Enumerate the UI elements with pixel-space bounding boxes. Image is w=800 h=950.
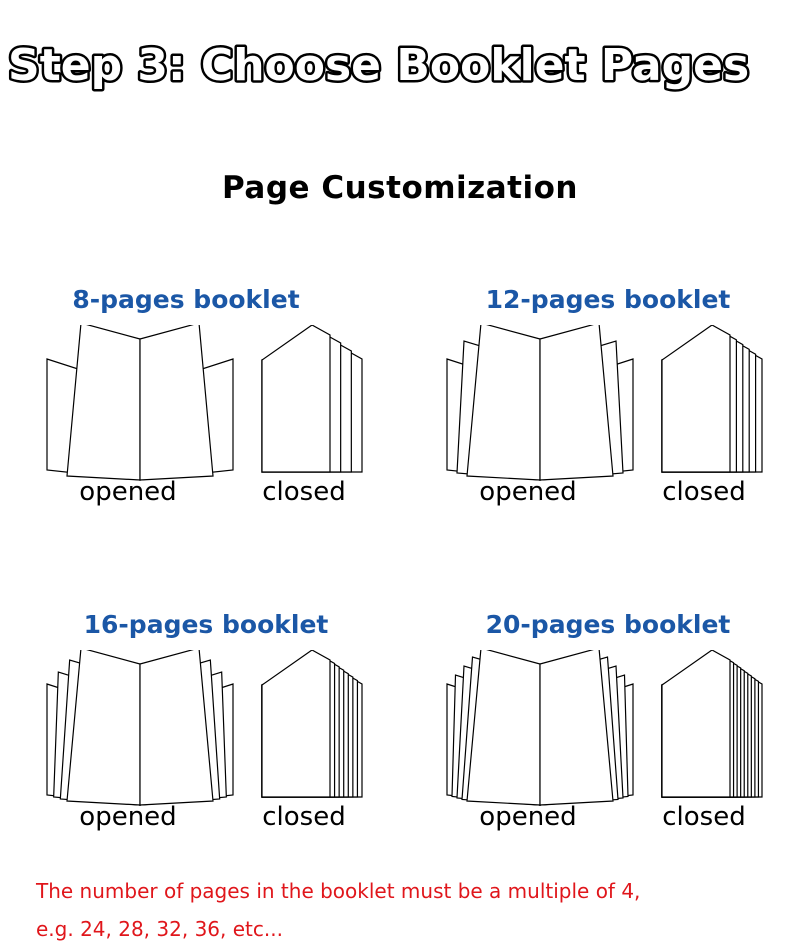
closed-label: closed <box>262 802 346 832</box>
note-line-2: e.g. 24, 28, 32, 36, etc... <box>36 917 283 941</box>
booklet-16-pages: 16-pages booklet opened closed <box>0 610 400 870</box>
booklet-illustration <box>446 650 763 806</box>
opened-label: opened <box>79 477 177 507</box>
booklet-8-pages: 8-pages booklet opened closed <box>0 285 400 545</box>
closed-label: closed <box>662 802 746 832</box>
booklet-20-pages: 20-pages booklet opened closed <box>400 610 800 870</box>
booklet-title: 16-pages booklet <box>83 610 329 639</box>
note-line-1: The number of pages in the booklet must … <box>36 879 641 903</box>
page-multiple-note: The number of pages in the booklet must … <box>36 872 776 948</box>
booklet-title: 20-pages booklet <box>485 610 731 639</box>
booklet-12-pages: 12-pages booklet opened closed <box>400 285 800 545</box>
closed-page <box>661 325 731 473</box>
page-title: Page Customization <box>222 170 578 206</box>
opened-leaf-left <box>66 325 141 481</box>
booklet-title: 8-pages booklet <box>72 285 300 314</box>
opened-leaf-right <box>539 325 614 481</box>
opened-label: opened <box>479 477 577 507</box>
opened-leaf-right <box>139 650 214 806</box>
closed-label: closed <box>662 477 746 507</box>
booklet-illustration <box>46 650 363 806</box>
step-title: Step 3: Choose Booklet Pages <box>8 38 752 94</box>
opened-label: opened <box>479 802 577 832</box>
step-title-text: Step 3: Choose Booklet Pages <box>8 40 749 91</box>
opened-label: opened <box>79 802 177 832</box>
closed-page <box>661 650 731 798</box>
closed-page <box>261 650 331 798</box>
opened-leaf-right <box>539 650 614 806</box>
closed-page <box>261 325 331 473</box>
booklet-title: 12-pages booklet <box>485 285 731 314</box>
closed-label: closed <box>262 477 346 507</box>
opened-leaf-right <box>139 325 214 481</box>
booklet-illustration <box>446 325 763 481</box>
booklet-illustration <box>46 325 363 481</box>
